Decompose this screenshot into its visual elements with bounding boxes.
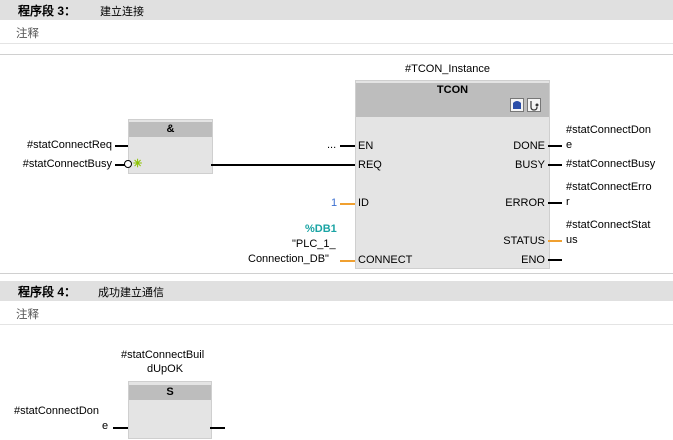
output-error-var-1[interactable]: #statConnectErro: [566, 181, 652, 193]
and-input-wire-2: [115, 164, 125, 166]
tcon-error-wire: [548, 202, 562, 204]
tcon-connect-name-2[interactable]: Connection_DB": [248, 253, 329, 265]
tcon-en-value[interactable]: ...: [327, 139, 337, 151]
coil-var-2[interactable]: dUpOK: [147, 363, 184, 375]
instance-db-icon[interactable]: [510, 98, 524, 112]
network-4-subtitle[interactable]: 成功建立通信: [98, 287, 164, 299]
tcon-id-wire: [340, 203, 355, 205]
edge-star-icon: ✳: [133, 158, 143, 170]
tcon-block-header-band: [356, 97, 549, 117]
diagnostics-icon[interactable]: [527, 98, 541, 112]
tcon-pin-done: DONE: [513, 140, 545, 152]
tcon-pin-req: REQ: [358, 159, 382, 171]
and-input-connect-req[interactable]: #statConnectReq: [27, 139, 112, 151]
output-status-var-2[interactable]: us: [566, 234, 578, 246]
tcon-pin-id: ID: [358, 197, 369, 209]
set-input-var-1[interactable]: #statConnectDon: [14, 405, 99, 417]
output-done-var-2[interactable]: e: [566, 139, 573, 151]
tcon-instance-name[interactable]: #TCON_Instance: [405, 63, 490, 75]
and-input-connect-busy[interactable]: #statConnectBusy: [22, 158, 112, 170]
network-3-comment[interactable]: 注释: [16, 28, 39, 40]
tcon-pin-status: STATUS: [503, 235, 545, 247]
tcon-connect-db[interactable]: %DB1: [305, 223, 337, 235]
set-block-title: S: [129, 385, 211, 400]
and-output-wire: [211, 164, 355, 166]
tcon-en-wire: [340, 145, 355, 147]
tcon-eno-wire: [548, 259, 562, 261]
tcon-pin-eno: ENO: [521, 254, 545, 266]
set-output-wire: [210, 427, 225, 429]
and-input-wire-1: [115, 145, 128, 147]
network-3-header[interactable]: 程序段 3： 建立连接: [0, 0, 673, 20]
network-4-comment-row[interactable]: 注释: [0, 302, 673, 325]
set-block[interactable]: S: [128, 381, 212, 439]
and-block-title: &: [129, 122, 212, 137]
network-3-subtitle[interactable]: 建立连接: [100, 6, 144, 18]
output-status-var-1[interactable]: #statConnectStat: [566, 219, 651, 231]
coil-var-1[interactable]: #statConnectBuil: [121, 349, 205, 361]
and-block[interactable]: &: [128, 119, 213, 174]
network-4-comment[interactable]: 注释: [16, 309, 39, 321]
set-input-var-2[interactable]: e: [102, 420, 109, 432]
tcon-pin-en: EN: [358, 140, 374, 152]
tcon-pin-busy: BUSY: [515, 159, 545, 171]
network-3-title: 程序段 3：: [18, 4, 77, 18]
tcon-done-wire: [548, 145, 562, 147]
tcon-pin-error: ERROR: [505, 197, 545, 209]
tcon-block-title: TCON: [356, 83, 549, 97]
tcon-busy-wire: [548, 164, 562, 166]
output-busy-var[interactable]: #statConnectBusy: [566, 158, 656, 170]
output-error-var-2[interactable]: r: [566, 196, 570, 208]
tcon-connect-name-1[interactable]: "PLC_1_: [292, 238, 336, 250]
tcon-pin-connect: CONNECT: [358, 254, 413, 266]
negation-circle-icon: [124, 160, 132, 168]
tcon-status-wire: [548, 240, 562, 242]
tcon-id-value[interactable]: 1: [331, 197, 338, 209]
output-done-var-1[interactable]: #statConnectDon: [566, 124, 651, 136]
network-3-comment-row[interactable]: 注释: [0, 21, 673, 44]
tcon-connect-wire: [340, 260, 355, 262]
network-4-title: 程序段 4：: [18, 285, 77, 299]
network-4-header[interactable]: 程序段 4： 成功建立通信: [0, 281, 673, 301]
set-input-wire: [113, 427, 128, 429]
tcon-block[interactable]: TCON EN REQ ID CONNECT DONE BUSY ERROR S…: [355, 80, 550, 269]
